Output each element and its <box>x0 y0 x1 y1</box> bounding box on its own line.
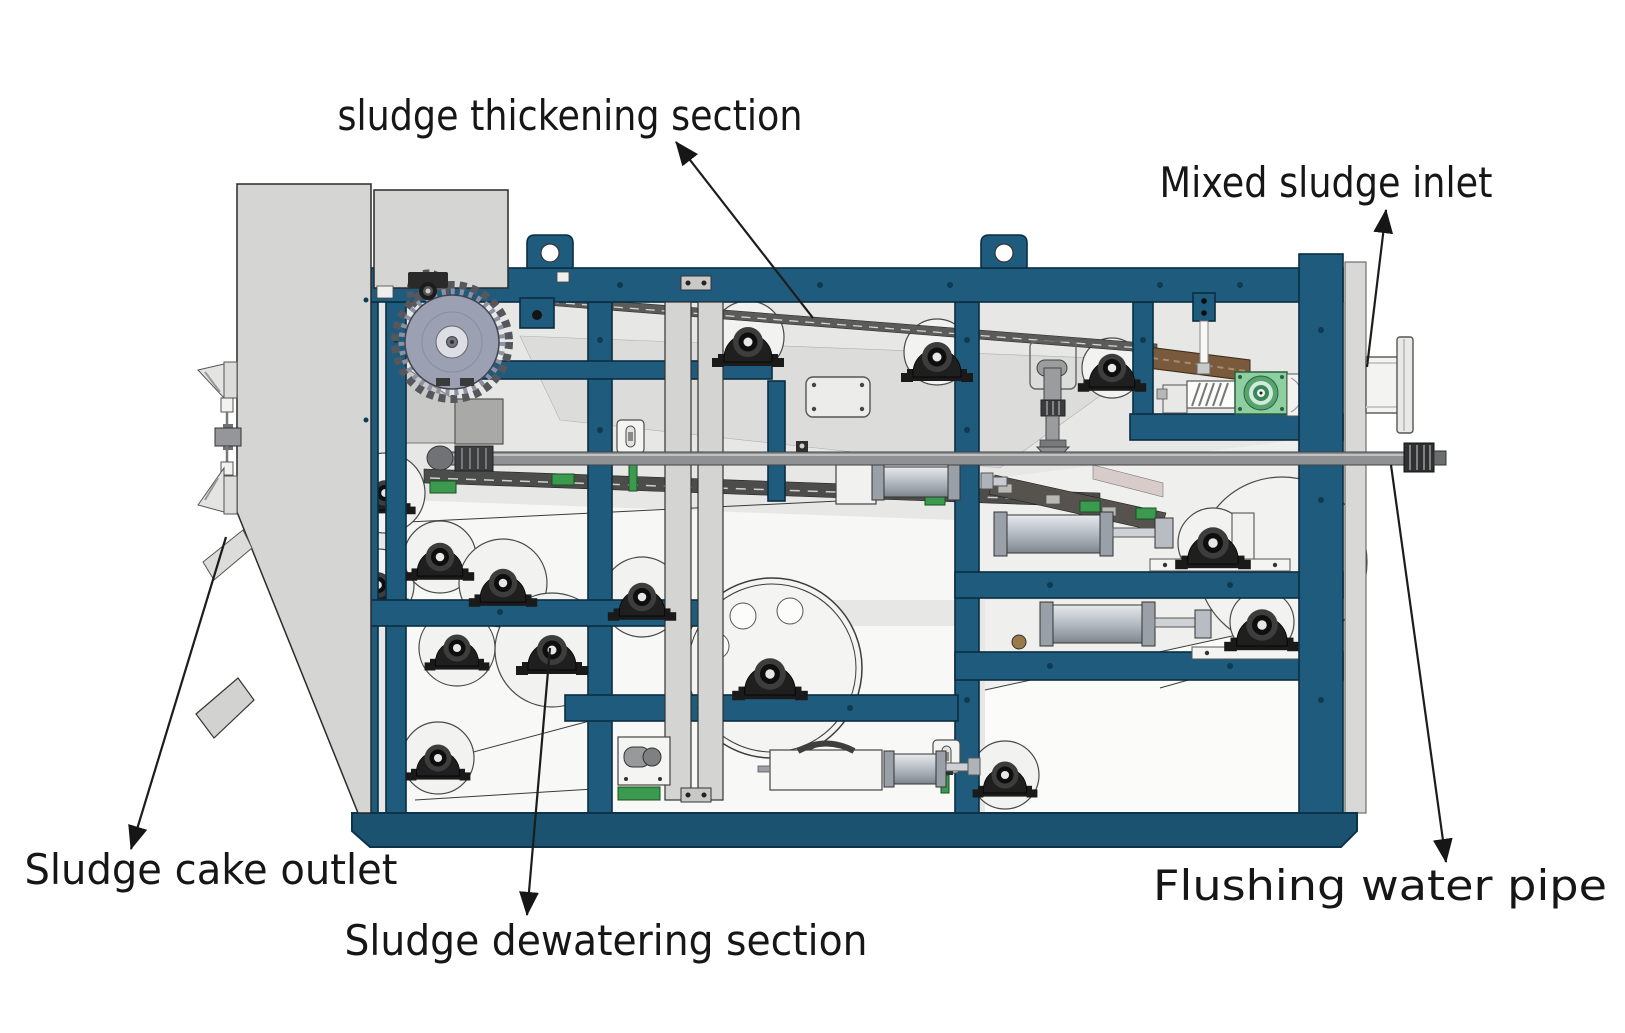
guide-columns <box>664 275 724 803</box>
frame-right-edge <box>1344 261 1367 814</box>
annotation-sludge-cake-outlet: Sludge cake outlet <box>25 536 398 894</box>
pneumatic-cylinder <box>757 740 981 791</box>
annotations: sludge thickening section Mixed sludge i… <box>25 91 1608 965</box>
leader-line <box>675 141 814 319</box>
annotation-mixed-sludge-inlet: Mixed sludge inlet <box>1160 158 1493 368</box>
annotation-flushing-water-pipe: Flushing water pipe <box>1153 464 1607 910</box>
base-skid <box>351 812 1358 848</box>
label-sludge-cake-outlet: Sludge cake outlet <box>25 845 398 894</box>
inlet-pipe <box>1365 336 1414 434</box>
screw-spring <box>1186 380 1236 409</box>
leader-line <box>1365 208 1394 368</box>
drive-chain <box>391 281 513 403</box>
drive-sprocket <box>391 269 513 403</box>
annotation-sludge-thickening-section: sludge thickening section <box>338 91 814 319</box>
access-plate <box>805 376 871 418</box>
lug-hole <box>994 243 1014 263</box>
pneumatic-cylinder <box>1011 601 1335 660</box>
scraper-brackets <box>195 361 255 739</box>
frame-right-column <box>1298 253 1344 816</box>
frame-beams <box>357 234 1344 722</box>
cake-outlet-hopper <box>195 183 509 814</box>
leader-line <box>128 536 228 851</box>
inlet-flange <box>1396 336 1414 434</box>
label-sludge-dewatering-section: Sludge dewatering section <box>345 916 868 965</box>
label-flushing-water-pipe: Flushing water pipe <box>1153 861 1607 910</box>
flushing-water-pipe <box>426 441 1447 473</box>
leader-line <box>519 647 552 917</box>
annotation-sludge-dewatering-section: Sludge dewatering section <box>345 647 868 965</box>
label-sludge-thickening-section: sludge thickening section <box>338 91 803 140</box>
machine <box>195 183 1447 848</box>
label-mixed-sludge-inlet: Mixed sludge inlet <box>1160 158 1493 207</box>
drain-elbow <box>617 736 671 801</box>
leader-line <box>1389 464 1453 864</box>
drive-cover <box>373 189 509 289</box>
lug-hole <box>540 243 560 263</box>
